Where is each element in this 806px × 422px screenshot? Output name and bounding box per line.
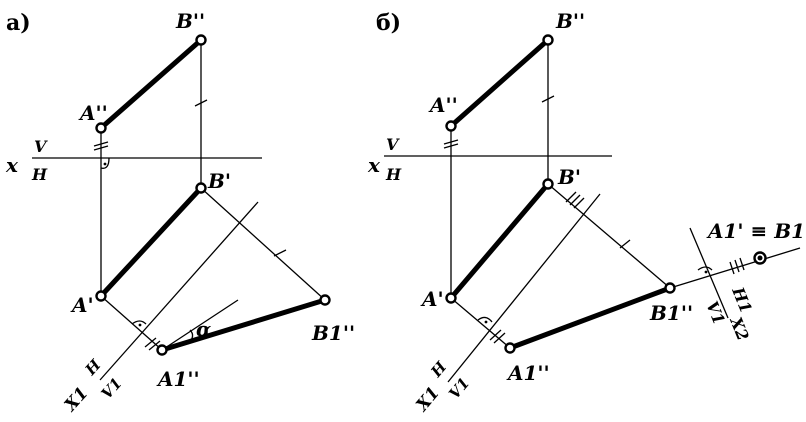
segment-a2b2-b <box>448 37 551 129</box>
label-b12-b: B1'' <box>649 301 693 325</box>
axis-h-label-a2: H <box>81 355 105 379</box>
point-a1-b <box>445 292 457 304</box>
axis-v1-label-b: V1 <box>445 374 473 402</box>
axis-x2-b <box>689 227 729 319</box>
label-a1b1-point-view: A1' ≡ B1' <box>706 219 806 243</box>
panel-b: б) x V H X1 H V1 <box>367 9 806 416</box>
point-a2-b <box>445 120 457 132</box>
right-angle-mark-a1 <box>100 157 110 169</box>
point-a2-a <box>95 122 107 134</box>
point-a12-a <box>156 344 168 356</box>
point-a12-b <box>504 342 516 354</box>
axis-x-label-b: x <box>367 153 381 177</box>
label-b1-b: B' <box>557 165 581 189</box>
label-b2-b: B'' <box>555 9 585 33</box>
axis-h1-label-b: H1 <box>728 283 756 315</box>
point-b2-a <box>195 34 207 46</box>
point-b1-b <box>542 178 554 190</box>
segment-a2b2-a <box>98 37 204 131</box>
segment-a1b1-a <box>98 185 204 299</box>
projector-point-view-b <box>669 247 801 289</box>
label-a2-b: A'' <box>428 93 458 117</box>
axis-v-label-a: V <box>34 137 48 156</box>
axis-x1-label-a: X1 <box>60 383 92 416</box>
point-a1-a <box>95 290 107 302</box>
panel-a-label: а) <box>6 10 31 36</box>
axis-h-label-a: H <box>31 165 48 184</box>
axis-x1-b <box>447 193 601 383</box>
axis-v1b-label-b: V1 <box>702 298 728 327</box>
segment-a1b1-true-b <box>507 285 673 351</box>
label-a12-a: A1'' <box>156 367 200 391</box>
label-a1-b: A' <box>420 287 444 311</box>
panel-b-label: б) <box>376 10 401 36</box>
axis-x-label-a: x <box>5 153 19 177</box>
label-a12-b: A1'' <box>506 361 550 385</box>
projector-b-b <box>547 183 671 289</box>
axis-x1-a <box>99 201 259 381</box>
label-b2-a: B'' <box>175 9 205 33</box>
point-b12-a <box>319 294 331 306</box>
right-angle-mark-a2 <box>131 320 147 325</box>
right-angle-mark-b2 <box>697 266 713 271</box>
right-angle-mark-b <box>477 316 493 323</box>
label-a1-a: A' <box>70 293 94 317</box>
point-b1-a <box>195 182 207 194</box>
axis-h-label-b2: H <box>427 358 451 382</box>
axis-x2-label-b: X2 <box>726 313 753 343</box>
segment-a1b1-true-a <box>159 297 328 353</box>
panel-a: а) x V H X1 H V1 α <box>5 9 355 416</box>
label-b12-a: B1'' <box>311 321 355 345</box>
axis-h-label-b: H <box>385 165 402 184</box>
projector-b-a <box>200 187 326 301</box>
projector-a-b <box>450 297 511 349</box>
projector-a-a <box>100 295 163 351</box>
point-b2-b <box>542 34 554 46</box>
label-a2-a: A'' <box>78 101 108 125</box>
axis-x1-label-b: X1 <box>412 383 444 416</box>
segment-a1b1-b <box>448 181 551 301</box>
label-b1-a: B' <box>207 169 231 193</box>
point-b12-b <box>664 282 676 294</box>
axis-v-label-b: V <box>386 135 400 154</box>
